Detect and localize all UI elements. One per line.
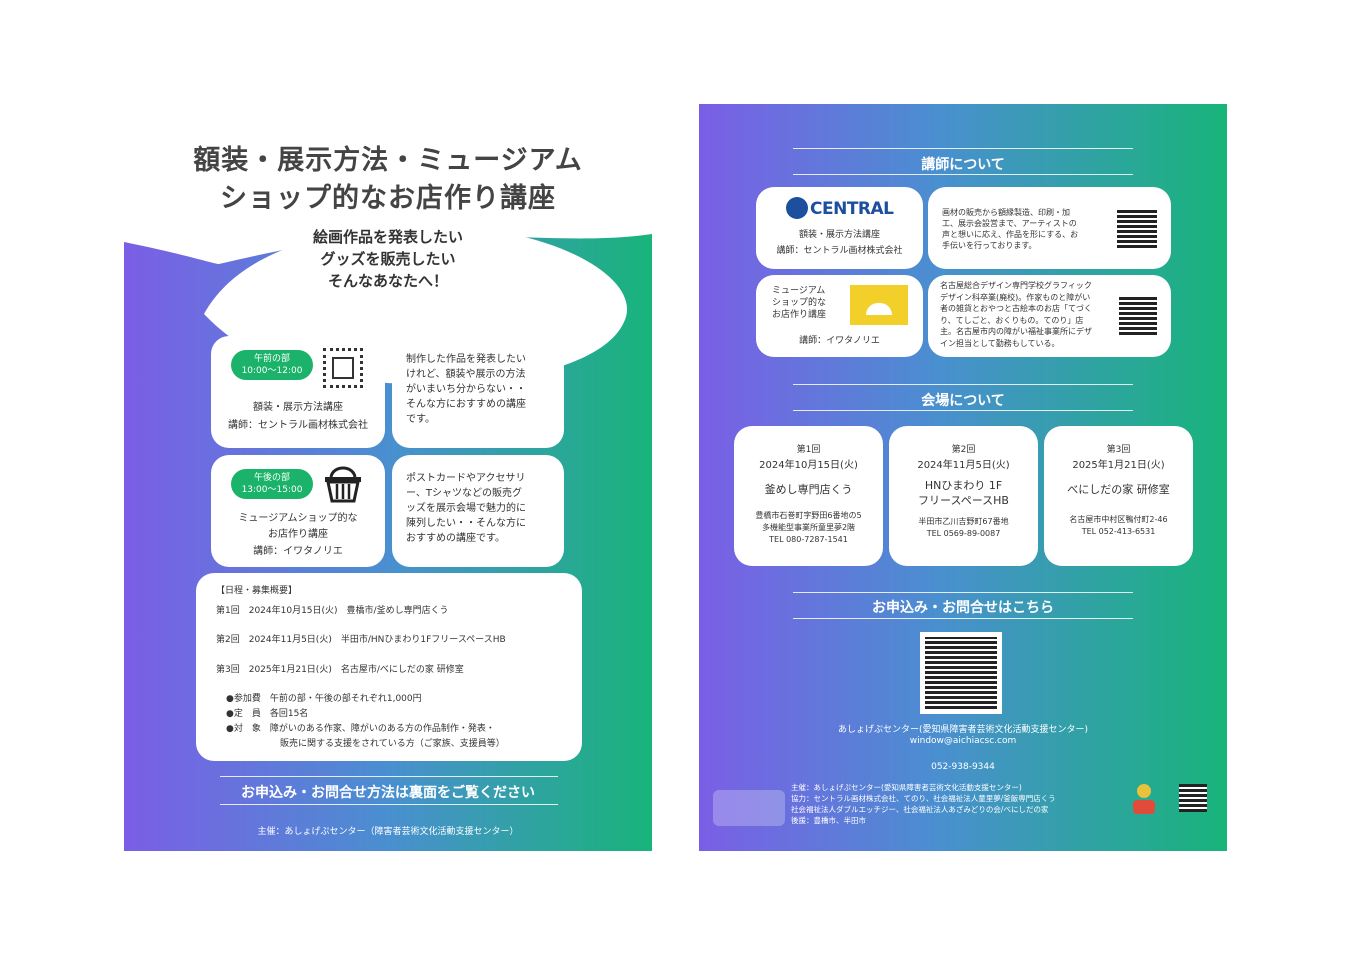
shopping-basket-icon xyxy=(325,466,361,503)
contact-tel[interactable]: 052-938-9344 xyxy=(931,762,995,772)
schedule-row: 第1回 2024年10月15日(火) 豊橋市/釜めし専門店くう xyxy=(216,606,449,616)
contact-email[interactable]: window@aichiacsc.com xyxy=(909,736,1017,746)
divider xyxy=(793,592,1133,593)
teacher1-card: CENTRAL 額装・展示方法講座 講師：セントラル画材株式会社 xyxy=(756,187,923,269)
venue-address: 半田市乙川吉野町67番地 TEL 0569-89-0087 xyxy=(889,516,1038,540)
divider xyxy=(793,148,1133,149)
divider xyxy=(793,410,1133,411)
venue-heading: 会場について xyxy=(921,393,1005,409)
course2-teacher: 講師：イワタノリエ xyxy=(253,546,343,557)
venue-tel: TEL 0569-89-0087 xyxy=(926,529,1001,538)
course1-name: 額装・展示方法講座 xyxy=(253,402,343,413)
venue-date: 2024年11月5日(火) xyxy=(917,460,1010,471)
schedule-heading: 【日程・募集概要】 xyxy=(216,586,298,596)
badge-time: 10:00〜12:00 xyxy=(241,366,303,376)
divider xyxy=(220,804,558,805)
contact-heading: お申込み・お問合せはこちら xyxy=(872,600,1054,616)
teacher2-course: ミュージアム ショップ的な お店作り講座 xyxy=(772,286,827,320)
course2-name-line2: お店作り講座 xyxy=(268,529,328,540)
divider xyxy=(793,618,1133,619)
venue-address: 名古屋市中村区鴨付町2-46 TEL 052-413-6531 xyxy=(1044,514,1193,538)
contact-org: あしょげぷセンター(愛知県障害者芸術文化活動支援センター) xyxy=(837,725,1089,735)
badge-label: 午前の部 xyxy=(253,354,290,364)
course1-description-card: 制作した作品を発表したい けれど、額装や展示の方法 がいまいち分からない・・ そ… xyxy=(392,336,564,448)
flyer-title-line1: 額装・展示方法・ミュージアム xyxy=(193,145,583,176)
divider xyxy=(220,776,558,777)
venue-card-2: 第2回 2024年11月5日(火) HNひまわり 1F フリースペースHB 半田… xyxy=(889,426,1038,566)
teacher2-card: ミュージアム ショップ的な お店作り講座 講師：イワタノリエ xyxy=(756,275,923,357)
notice-text: お申込み・お問合せ方法は裏面をご覧ください xyxy=(241,785,535,801)
central-logo-text: CENTRAL xyxy=(810,199,894,219)
target-text-line2: 販売に関する支援をされている方（ご家族、支援員等） xyxy=(280,739,505,749)
frame-icon xyxy=(323,348,363,388)
flyer-front: 額装・展示方法・ミュージアム ショップ的なお店作り講座 絵画作品を発表したい グ… xyxy=(124,104,652,851)
qr-code-icon[interactable] xyxy=(1119,297,1157,335)
teacher1-description-card: 画材の販売から額縁製造、印刷・加 工、展示会設営まで、アーティストの 声と想いに… xyxy=(928,187,1171,269)
teacher1-description: 画材の販売から額縁製造、印刷・加 工、展示会設営まで、アーティストの 声と想いに… xyxy=(942,208,1079,250)
venue-round: 第2回 xyxy=(951,445,976,455)
course2-card: 午後の部 13:00〜15:00 ミュージアムショップ的な お店作り講座 講師：… xyxy=(211,455,385,567)
venue-date: 2024年10月15日(火) xyxy=(759,460,858,471)
qr-code-icon[interactable] xyxy=(1117,208,1157,248)
flyer-title-line2: ショップ的なお店作り講座 xyxy=(220,183,556,214)
course2-time-badge: 午後の部 13:00〜15:00 xyxy=(231,469,313,499)
contact-qr-code[interactable] xyxy=(920,632,1002,714)
teacher1-name: 講師：セントラル画材株式会社 xyxy=(776,246,903,256)
teacher2-description-card: 名古屋総合デザイン専門学校グラフィック デザイン科卒業(廃校)。作家ものと障がい… xyxy=(928,275,1171,357)
venue-tel: TEL 052-413-6531 xyxy=(1081,527,1156,536)
subtitle-line3: そんなあなたへ！ xyxy=(327,272,448,290)
venue-place: べにしだの家 研修室 xyxy=(1067,483,1170,496)
teacher1-course: 額装・展示方法講座 xyxy=(798,230,880,240)
venue-address: 豊橋市石巻町字野田6番地の5 多機能型事業所童里夢2階 TEL 080-7287… xyxy=(734,510,883,546)
teachers-heading: 講師について xyxy=(921,157,1005,173)
schedule-row: 第3回 2025年1月21日(火) 名古屋市/べにしだの家 研修室 xyxy=(216,665,464,675)
venue-card-3: 第3回 2025年1月21日(火) べにしだの家 研修室 名古屋市中村区鴨付町2… xyxy=(1044,426,1193,566)
venue-card-1: 第1回 2024年10月15日(火) 釜めし専門店くう 豊橋市石巻町字野田6番地… xyxy=(734,426,883,566)
venue-tel: TEL 080-7287-1541 xyxy=(769,535,848,544)
course2-name-line1: ミュージアムショップ的な xyxy=(238,513,358,524)
organizer-text: 主催：あしょげぷセンター（障害者芸術文化活動支援センター） xyxy=(257,827,519,837)
target-text-line1: ●対 象 障がいのある作家、障がいのある方の作品制作・発表・ xyxy=(226,724,495,734)
fee-text: ●参加費 午前の部・午後の部それぞれ1,000円 xyxy=(226,694,422,704)
venue-place: 釜めし専門店くう xyxy=(764,483,853,496)
course1-teacher: 講師：セントラル画材株式会社 xyxy=(228,420,368,431)
divider xyxy=(793,384,1133,385)
schedule-card: 【日程・募集概要】 第1回 2024年10月15日(火) 豊橋市/釜めし専門店く… xyxy=(196,573,582,761)
qr-code-icon[interactable] xyxy=(1179,784,1207,812)
course2-description: ポストカードやアクセサリ ー、Tシャツなどの販売グ ッズを展示会場で魅力的に 陳… xyxy=(406,473,526,544)
course1-time-badge: 午前の部 10:00〜12:00 xyxy=(231,350,313,380)
footer-credits: 主催：あしょげぷセンター(愛知県障害者芸術文化活動支援センター) 協力：セントラ… xyxy=(791,783,1056,825)
central-logo-icon xyxy=(786,197,808,219)
teacher2-description: 名古屋総合デザイン専門学校グラフィック デザイン科卒業(廃校)。作家ものと障がい… xyxy=(940,281,1092,348)
flyer-back: 講師について CENTRAL 額装・展示方法講座 講師：セントラル画材株式会社 … xyxy=(699,104,1227,851)
divider xyxy=(793,174,1133,175)
ashogepu-logo xyxy=(1131,784,1159,820)
subtitle-line1: 絵画作品を発表したい xyxy=(312,228,463,246)
venue-place-line2: フリースペースHB xyxy=(918,494,1009,507)
qr-code-icon[interactable] xyxy=(925,637,997,709)
venue-place: HNひまわり 1F xyxy=(924,479,1003,492)
course1-card: 午前の部 10:00〜12:00 額装・展示方法講座 講師：セントラル画材株式会… xyxy=(211,336,385,448)
schedule-row: 第2回 2024年11月5日(火) 半田市/HNひまわり1FフリースペースHB xyxy=(216,635,506,645)
tenori-shop-image xyxy=(850,285,908,325)
venue-round: 第3回 xyxy=(1106,445,1131,455)
venue-date: 2025年1月21日(火) xyxy=(1072,460,1165,471)
teacher2-name: 講師：イワタノリエ xyxy=(799,336,880,346)
subtitle-line2: グッズを販売したい xyxy=(320,250,456,268)
badge-time: 13:00〜15:00 xyxy=(241,485,303,495)
badge-label: 午後の部 xyxy=(253,473,290,483)
capacity-text: ●定 員 各回15名 xyxy=(226,709,309,719)
course1-description: 制作した作品を発表したい けれど、額装や展示の方法 がいまいち分からない・・ そ… xyxy=(406,354,526,425)
course2-description-card: ポストカードやアクセサリ ー、Tシャツなどの販売グ ッズを展示会場で魅力的に 陳… xyxy=(392,455,564,567)
partner-logo xyxy=(713,790,785,826)
venue-round: 第1回 xyxy=(796,445,821,455)
